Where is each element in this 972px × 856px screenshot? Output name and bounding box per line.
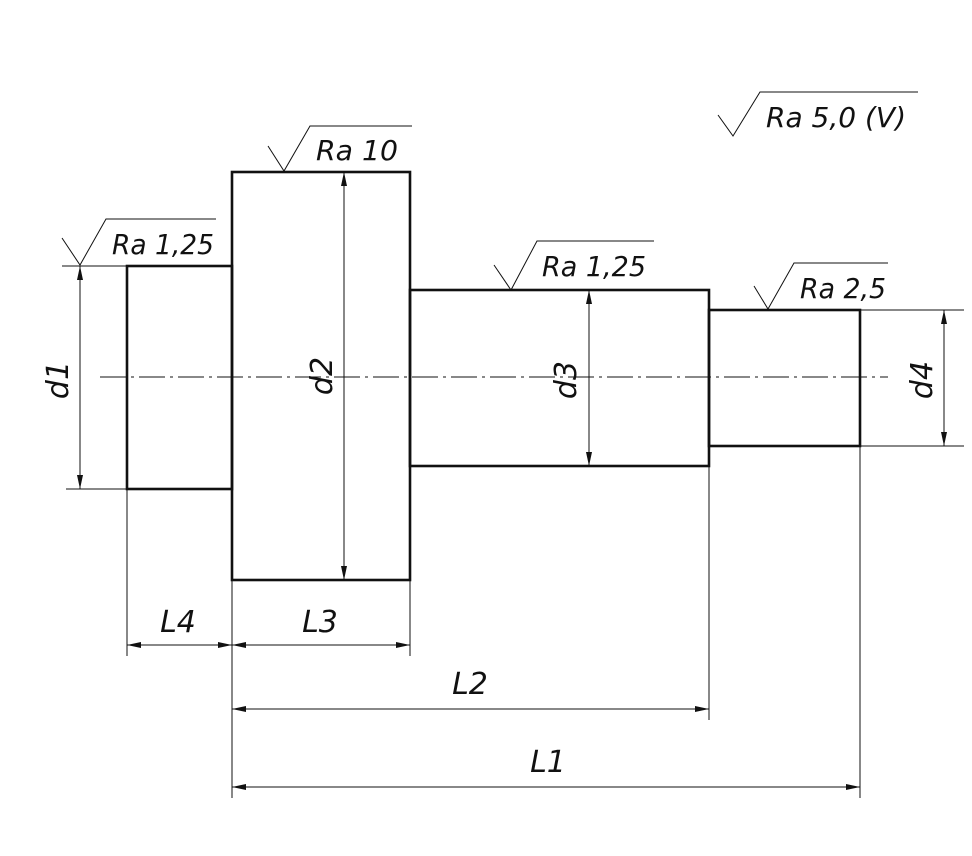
dimension-label-d3: d3 [549, 361, 584, 399]
roughness-mark-step-1: Ra 1,25 [61, 218, 216, 266]
dimension-L4: L4 [127, 605, 232, 648]
dimension-d3: d3 [549, 290, 592, 466]
roughness-label-step-3: Ra 1,25 [542, 250, 646, 283]
roughness-mark-step-3: Ra 1,25 [493, 240, 654, 291]
roughness-mark-step-2: Ra 10 [267, 125, 412, 172]
dimension-label-L2: L2 [452, 667, 488, 702]
dimension-L3: L3 [232, 605, 410, 648]
shaft-outline [125, 170, 862, 582]
dimension-d2: d2 [305, 172, 347, 580]
dimension-label-d4: d4 [905, 361, 940, 399]
roughness-label-step-4: Ra 2,5 [800, 272, 886, 305]
dimension-label-L1: L1 [530, 745, 566, 780]
dimension-d1: d1 [41, 265, 127, 490]
shaft-step-4 [707, 308, 862, 448]
roughness-label-step-2: Ra 10 [316, 134, 398, 167]
roughness-general-label: Ra 5,0 (V) [766, 101, 906, 134]
dimension-label-L4: L4 [160, 605, 196, 640]
roughness-label-step-1: Ra 1,25 [112, 228, 214, 261]
dimension-d4: d4 [860, 309, 964, 447]
dimension-label-d2: d2 [305, 357, 340, 395]
dimension-label-L3: L3 [302, 605, 338, 640]
roughness-mark-step-4: Ra 2,5 [753, 262, 888, 310]
dimension-L2: L2 [232, 667, 709, 712]
dimension-label-d1: d1 [41, 361, 76, 399]
roughness-general-symbol: Ra 5,0 (V) [717, 91, 918, 137]
dimension-L1: L1 [232, 745, 860, 790]
length-extension-lines [126, 446, 861, 798]
